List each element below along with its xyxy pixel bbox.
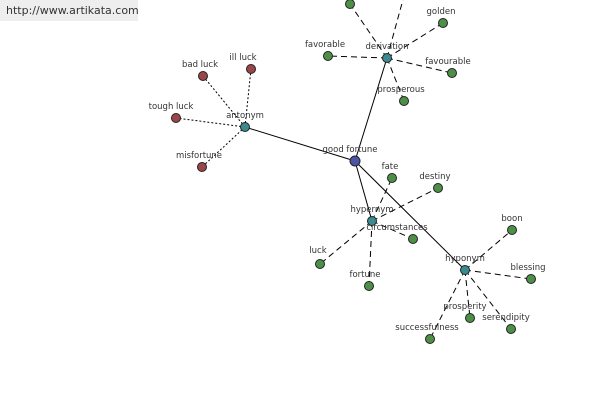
node-blessing[interactable]: blessing [511,263,546,284]
node-favorable-label: favorable [305,40,345,50]
edge-hypernym-4 [368,220,373,287]
relation-node-hypernym-label: hypernym [350,205,393,215]
node-prosperity-label: prosperity [443,302,486,312]
node-misfortune-dot[interactable] [197,162,207,172]
node-tough-luck[interactable]: tough luck [149,102,194,123]
node-golden-dot[interactable] [438,18,448,28]
node-fortune-dot[interactable] [364,281,374,291]
edge-antonym-3 [201,126,246,168]
edge-derivation-1 [386,22,444,59]
edge-derivation-2 [386,57,453,74]
node-luck[interactable]: luck [309,246,327,269]
edge-hypernym-0 [371,177,393,222]
node-misfortune-label: misfortune [176,151,222,161]
node-fate-dot[interactable] [387,173,397,183]
node-prosperous-label: prosperous [377,85,425,95]
node-destiny-dot[interactable] [433,183,443,193]
node-ill-luck[interactable]: ill luck [229,53,257,74]
node-boon-label: boon [501,214,522,224]
node-prosperous[interactable]: prosperous [377,85,425,106]
node-favourable[interactable]: favourable [425,57,471,78]
graph-nodes: bad luck ill luck tough luck misfortune favo… [149,0,546,344]
node-successfulness-dot[interactable] [425,334,435,344]
center-node-dot[interactable] [349,155,361,167]
edge-derivation-offscreen-0 [349,3,388,59]
node-prosperous-dot[interactable] [399,96,409,106]
node-boon[interactable]: boon [501,214,523,235]
node-fortune[interactable]: fortune [349,270,381,291]
node-bad-luck-dot[interactable] [198,71,208,81]
node-destiny-label: destiny [419,172,450,182]
node-prosperity-dot[interactable] [465,313,475,323]
node-favourable-label: favourable [425,57,471,67]
edge-antonym-0 [202,75,246,128]
edge-antonym-2 [175,117,246,128]
relation-node-derivation[interactable]: derivation [365,42,409,63]
node-blessing-label: blessing [511,263,546,273]
edge-hyponym-2 [464,269,471,319]
edge-hyponym-4 [429,269,466,340]
relation-node-derivation-label: derivation [365,42,408,52]
node-favorable-dot[interactable] [323,51,333,61]
graph-edges [175,0,532,340]
relation-node-antonym[interactable]: antonym [226,111,264,132]
relation-node-antonym-dot[interactable] [240,122,250,132]
node-serendipity[interactable]: serendipity [482,313,530,334]
edge-center-hypernym [354,160,373,222]
node-circumstances-label: circumstances [366,223,428,233]
relation-node-derivation-dot[interactable] [382,53,392,63]
node-bad-luck-label: bad luck [182,60,218,70]
node-fate[interactable]: fate [382,162,399,183]
node-successfulness-label: successfulness [395,323,459,333]
node-serendipity-dot[interactable] [506,324,516,334]
node-ill-luck-label: ill luck [229,53,256,63]
node-blessing-dot[interactable] [526,274,536,284]
edge-hyponym-3 [464,269,512,330]
relation-node-antonym-label: antonym [226,111,264,121]
relation-node-hyponym-label: hyponym [445,254,485,264]
edge-hyponym-1 [464,269,532,280]
node-successfulness[interactable]: successfulness [395,323,459,344]
derivation-node-offscreen-dot[interactable] [345,0,355,9]
node-prosperity[interactable]: prosperity [443,302,487,323]
edge-hyponym-0 [464,229,513,271]
node-golden[interactable]: golden [427,7,456,28]
node-boon-dot[interactable] [507,225,517,235]
center-node[interactable]: good fortune [323,145,378,167]
node-destiny[interactable]: destiny [419,172,451,193]
relation-node-hypernym-dot[interactable] [367,216,377,226]
node-golden-label: golden [427,7,456,17]
edge-hypernym-3 [319,220,373,265]
edge-center-derivation [354,57,388,162]
node-favorable[interactable]: favorable [305,40,345,61]
edge-antonym-1 [244,68,252,128]
edge-derivation-0 [327,55,388,59]
node-circumstances-dot[interactable] [408,234,418,244]
node-bad-luck[interactable]: bad luck [182,60,218,81]
node-fate-label: fate [382,162,399,172]
relation-node-hypernym[interactable]: hypernym [350,205,394,226]
node-favourable-dot[interactable] [447,68,457,78]
node-circumstances[interactable]: circumstances [366,223,428,244]
edge-derivation-offscreen-1 [386,0,404,59]
edge-center-antonym [244,126,356,162]
derivation-node-offscreen[interactable] [345,0,355,9]
node-fortune-label: fortune [349,270,380,280]
edge-hypernym-2 [371,220,414,240]
node-luck-dot[interactable] [315,259,325,269]
center-node-label: good fortune [323,145,378,155]
edge-derivation-3 [386,57,405,102]
source-url[interactable]: http://www.artikata.com [0,0,139,21]
edge-center-hyponym [354,160,466,271]
node-ill-luck-dot[interactable] [246,64,256,74]
node-misfortune[interactable]: misfortune [176,151,222,172]
node-tough-luck-dot[interactable] [171,113,181,123]
relation-node-hyponym[interactable]: hyponym [445,254,485,275]
node-tough-luck-label: tough luck [149,102,194,112]
relation-node-hyponym-dot[interactable] [460,265,470,275]
edge-hypernym-1 [371,187,439,222]
node-serendipity-label: serendipity [482,313,529,323]
node-luck-label: luck [309,246,326,256]
